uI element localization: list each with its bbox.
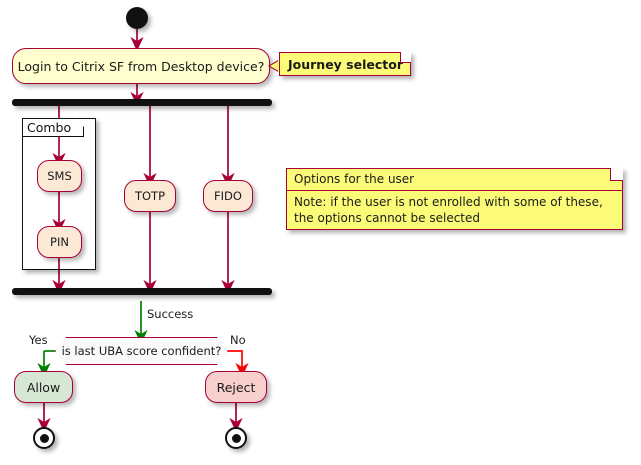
- note-body: Note: if the user is not enrolled with s…: [294, 195, 603, 225]
- callout-journey-selector: Journey selector: [279, 52, 411, 76]
- activity-fido[interactable]: FIDO: [203, 180, 253, 212]
- activity-totp-label: TOTP: [134, 189, 166, 203]
- activity-reject[interactable]: Reject: [205, 371, 267, 403]
- partition-combo-tab: Combo: [22, 118, 84, 137]
- end-node-reject: [225, 427, 247, 449]
- activity-pin[interactable]: PIN: [37, 226, 82, 258]
- decision-uba-score[interactable]: is last UBA score confident?: [55, 337, 228, 365]
- activity-allow-label: Allow: [26, 379, 61, 395]
- activity-login[interactable]: Login to Citrix SF from Desktop device?: [12, 48, 270, 84]
- callout-fold-icon: [400, 52, 411, 63]
- end-node-allow: [33, 427, 55, 449]
- edge-label-no: No: [230, 333, 246, 347]
- activity-allow[interactable]: Allow: [14, 371, 73, 403]
- join-bar: [12, 288, 272, 295]
- note-title: Options for the user: [287, 169, 622, 191]
- edge-label-success: Success: [147, 307, 194, 321]
- callout-journey-selector-label: Journey selector: [288, 56, 403, 72]
- partition-combo-label: Combo: [27, 120, 72, 135]
- activity-login-label: Login to Citrix SF from Desktop device?: [17, 58, 265, 74]
- note-fold-icon: [610, 168, 623, 181]
- activity-sms[interactable]: SMS: [37, 160, 82, 192]
- fork-bar: [12, 99, 272, 106]
- note-options-for-user: Options for the user Note: if the user i…: [286, 168, 623, 230]
- activity-totp[interactable]: TOTP: [124, 180, 176, 212]
- callout-tail-icon: [270, 60, 280, 72]
- decision-uba-score-label: is last UBA score confident?: [61, 344, 222, 358]
- start-node: [126, 7, 148, 29]
- activity-pin-label: PIN: [50, 235, 69, 249]
- activity-sms-label: SMS: [47, 169, 72, 183]
- activity-reject-label: Reject: [216, 379, 256, 395]
- activity-fido-label: FIDO: [214, 189, 242, 203]
- edge-label-yes: Yes: [29, 333, 48, 347]
